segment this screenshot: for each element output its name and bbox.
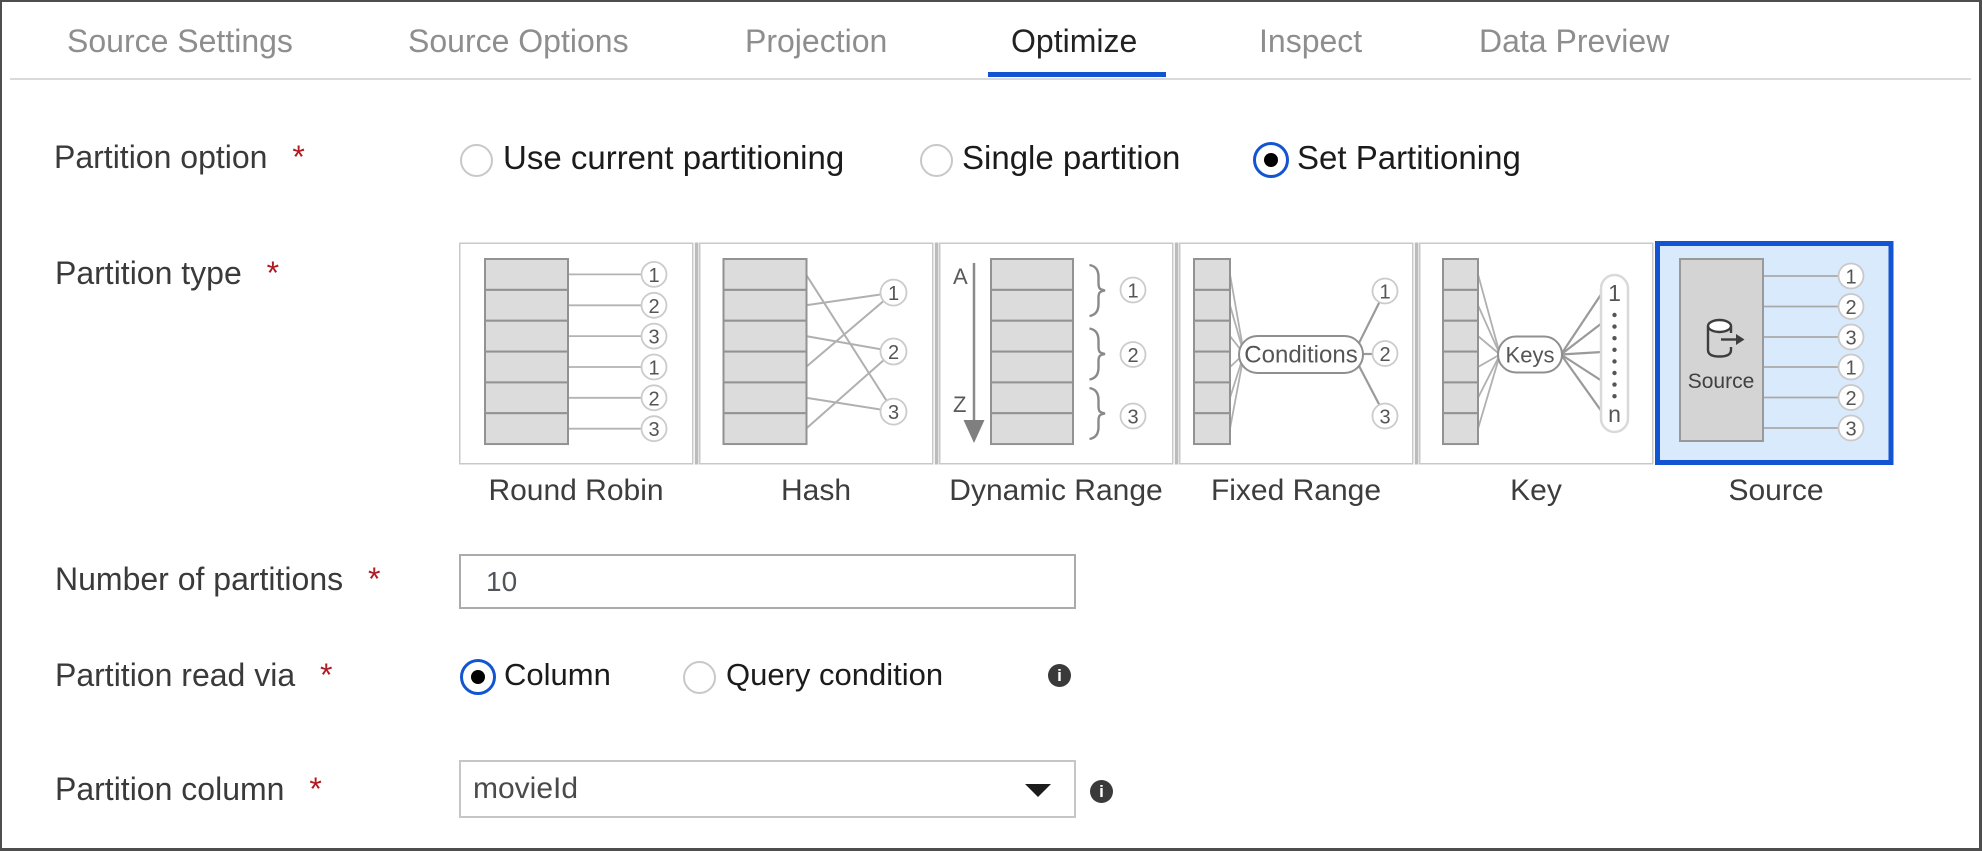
svg-text:1: 1 — [648, 358, 659, 380]
svg-text:2: 2 — [648, 296, 659, 318]
svg-text:1: 1 — [1845, 267, 1856, 289]
svg-text:2: 2 — [1127, 345, 1138, 367]
svg-text:Conditions: Conditions — [1244, 342, 1357, 369]
svg-text:2: 2 — [1379, 344, 1390, 366]
svg-text:3: 3 — [648, 327, 659, 349]
svg-text:3: 3 — [888, 402, 899, 424]
svg-text:2: 2 — [888, 342, 899, 364]
svg-text:Source: Source — [1688, 370, 1755, 393]
svg-text:2: 2 — [648, 388, 659, 410]
svg-text:1: 1 — [1379, 282, 1390, 304]
svg-text:3: 3 — [1845, 328, 1856, 350]
svg-text:1: 1 — [1127, 281, 1138, 303]
svg-text:2: 2 — [1845, 297, 1856, 319]
svg-text:3: 3 — [1379, 407, 1390, 429]
svg-text:Z: Z — [953, 392, 966, 417]
svg-text:A: A — [953, 264, 968, 289]
svg-text:1: 1 — [1845, 358, 1856, 380]
svg-text:1: 1 — [1608, 280, 1621, 306]
svg-text:1: 1 — [648, 265, 659, 287]
svg-text:1: 1 — [888, 283, 899, 305]
svg-text:Keys: Keys — [1506, 343, 1555, 368]
svg-text:3: 3 — [1845, 419, 1856, 441]
svg-text:2: 2 — [1845, 388, 1856, 410]
svg-text:3: 3 — [648, 419, 659, 441]
svg-text:3: 3 — [1127, 407, 1138, 429]
svg-text:n: n — [1608, 401, 1621, 427]
